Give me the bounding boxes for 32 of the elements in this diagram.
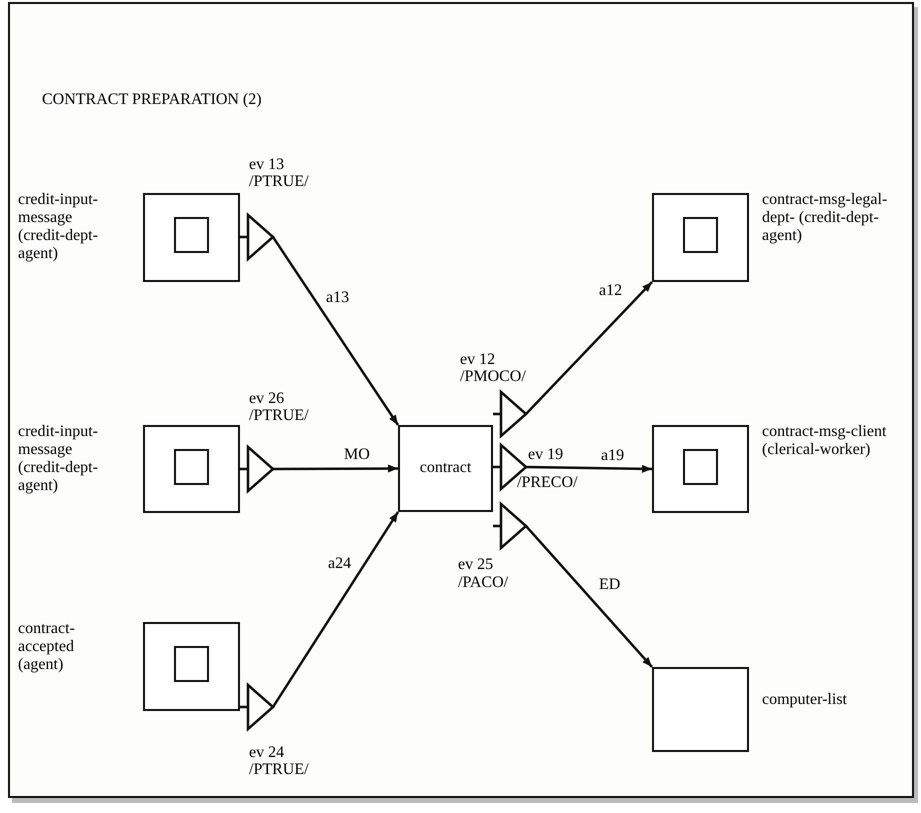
node-label: contract-msg-client (clerical-worker) (762, 423, 888, 459)
inner-square (683, 449, 718, 485)
event-label: ev 25 (458, 556, 494, 574)
diagram-title: CONTRACT PREPARATION (2) (42, 91, 262, 109)
event-label: ev 26 (249, 390, 284, 408)
event-label: /PACO/ (458, 574, 508, 592)
event-label: ev 24 (249, 744, 284, 762)
data-box (143, 622, 240, 711)
event-label: /PTRUE/ (249, 761, 309, 779)
node-label: contract-accepted (agent) (18, 620, 76, 674)
event-label: ev 19 (528, 446, 564, 464)
data-box (652, 193, 749, 282)
data-box (652, 667, 749, 752)
node-label: credit-input-message (credit-dept-agent) (18, 191, 99, 263)
inner-square (174, 217, 209, 253)
inner-square (174, 646, 209, 682)
data-box (398, 425, 493, 512)
node-label: contract (418, 458, 472, 476)
node-label: computer-list (762, 691, 848, 709)
event-label: /PTRUE/ (249, 173, 309, 191)
event-label: /PRECO/ (517, 474, 578, 492)
data-box (652, 425, 749, 513)
node-label: credit-input-message (credit-dept-agent) (18, 423, 99, 495)
node-label: contract-msg-legal-dept- (credit-dept-agent) (762, 191, 888, 245)
data-box (143, 425, 240, 513)
data-box (143, 193, 240, 282)
event-label: ev 12 (460, 351, 496, 369)
event-label: /PTRUE/ (249, 407, 309, 425)
event-label: /PMOCO/ (460, 368, 526, 386)
inner-square (174, 449, 209, 485)
inner-square (683, 217, 718, 253)
event-label: ev 13 (249, 156, 284, 174)
